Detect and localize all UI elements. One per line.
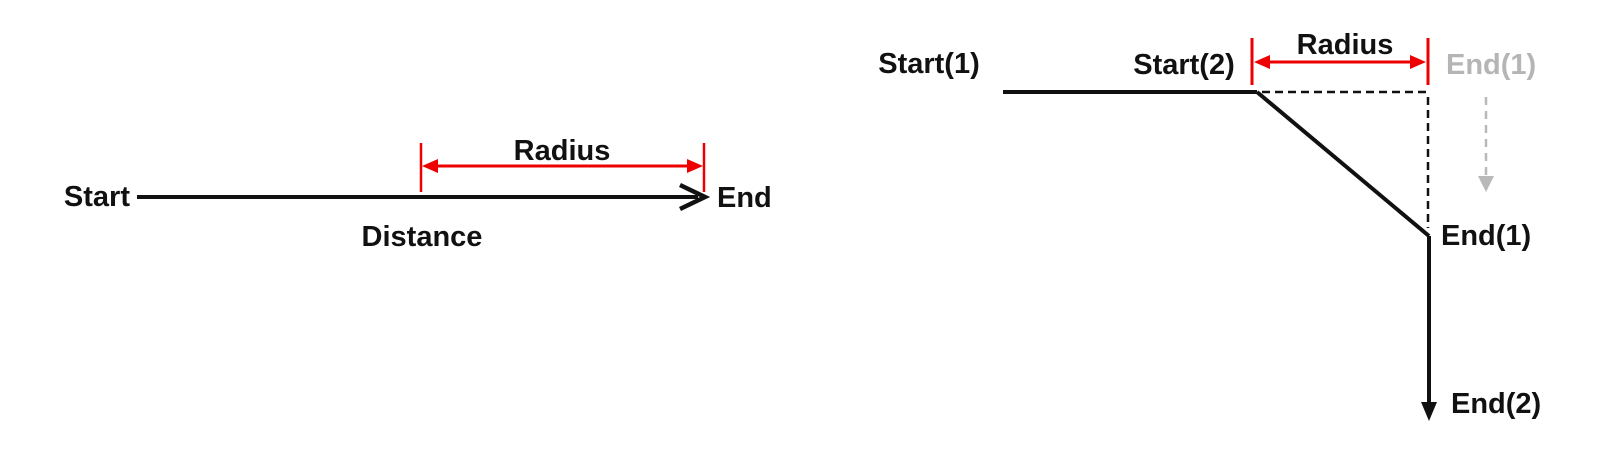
route-end-arrowhead-icon [1421,402,1437,421]
turn-route-diagram: Start(1) Start(2) Radius End(1) End(1) E… [878,29,1541,421]
start-label: Start [64,181,130,213]
radius-arrowhead-left-icon [422,159,438,173]
straight-route-diagram: Start End Radius Distance [64,135,772,253]
ghost-drop-arrowhead-icon [1478,176,1494,192]
start2-label: Start(2) [1133,49,1235,81]
distance-label: Distance [362,221,483,253]
end-label: End [717,182,772,214]
radius-label: Radius [514,135,611,167]
start1-label: Start(1) [878,48,980,80]
end2-label: End(2) [1451,388,1541,420]
route-segment-turn [1255,90,1431,238]
end1-label: End(1) [1441,220,1531,252]
radius-arrowhead-right-icon [687,159,703,173]
route-arrowhead-icon [679,182,711,212]
end1-ghost-label: End(1) [1446,49,1536,81]
radius-arrowhead-right-icon [1410,55,1426,69]
radius-label: Radius [1297,29,1394,61]
radius-arrowhead-left-icon [1254,55,1270,69]
